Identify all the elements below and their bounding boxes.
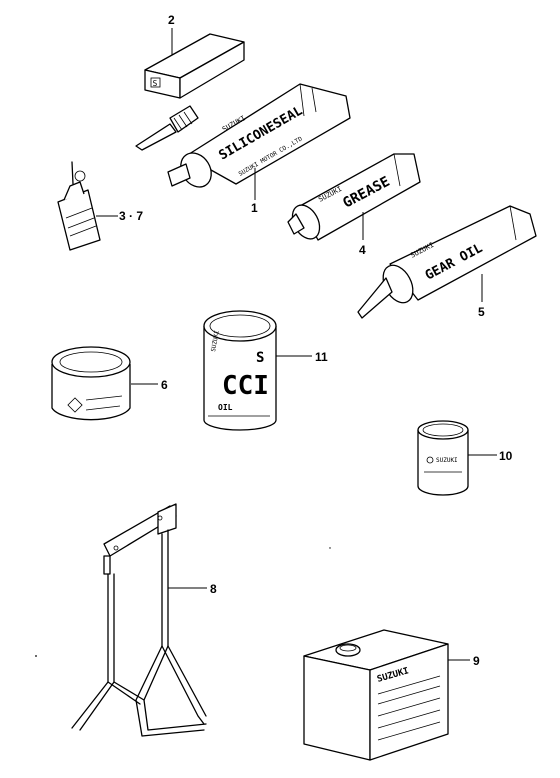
callout-6: 6: [161, 378, 168, 392]
part-5-gear-oil-tube: SUZUKI GEAR OIL 5: [357, 205, 537, 319]
callout-3-7: 3 · 7: [119, 209, 143, 223]
block-letter: S: [153, 79, 158, 88]
small-can-brand-text: SUZUKI: [436, 457, 458, 464]
callout-9: 9: [473, 654, 480, 668]
part-8-motor-stand: 8: [71, 503, 217, 737]
callout-1: 1: [251, 201, 258, 215]
scan-specks: [35, 547, 331, 657]
applicator-brush: [135, 105, 199, 151]
callout-8: 8: [210, 582, 217, 596]
part-9-oil-can: SUZUKI 9: [303, 629, 480, 761]
ccis-name-text: CCI: [222, 371, 269, 401]
callout-5: 5: [478, 305, 485, 319]
part-10-small-can: SUZUKI 10: [417, 420, 513, 496]
callout-11: 11: [315, 350, 328, 364]
part-2-block: S 2: [144, 13, 245, 99]
part-4-grease-tube: SUZUKI GREASE 4: [287, 153, 421, 257]
ccis-s-text: S: [256, 350, 264, 366]
part-3-7-bottle: 3 · 7: [57, 161, 143, 251]
part-11-cci-oil-can: S SUZUKI CCI OIL 11: [203, 310, 328, 431]
callout-10: 10: [499, 449, 513, 463]
ccis-sub-text: OIL: [218, 403, 233, 412]
part-6-flat-tin: 6: [51, 346, 168, 421]
callout-2: 2: [168, 13, 175, 27]
callout-4: 4: [359, 243, 366, 257]
ccis-brand-text: SUZUKI: [210, 329, 221, 352]
